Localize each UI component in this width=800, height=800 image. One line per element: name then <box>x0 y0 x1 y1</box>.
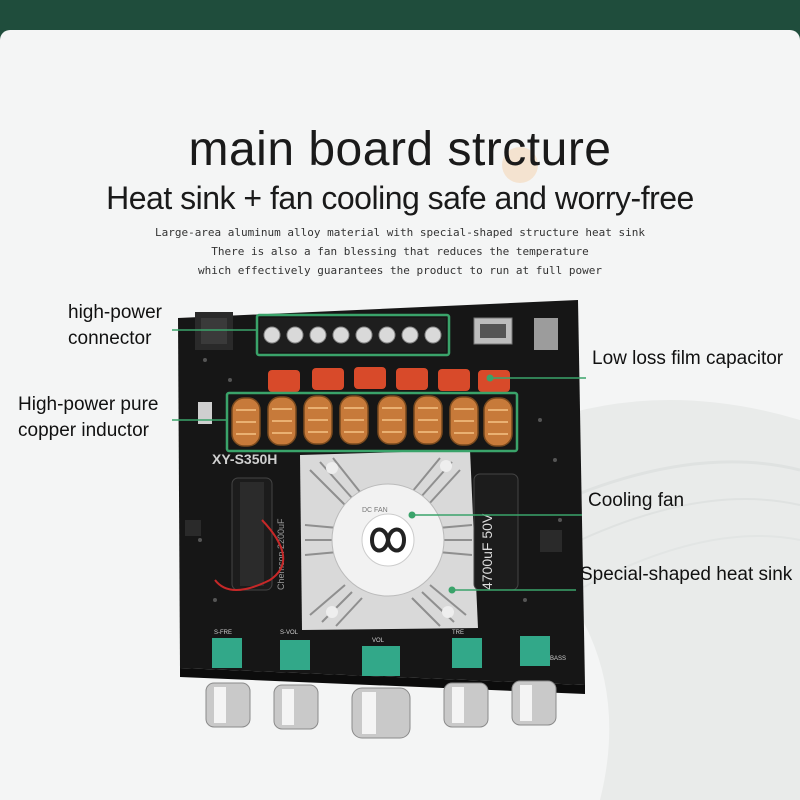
callout-heatsink: Special-shaped heat sink <box>580 564 793 585</box>
knob-label-sfre: S-FRE <box>214 630 232 636</box>
cap-left-text: Chemcon 2200uF <box>276 518 286 590</box>
description-line-1: Large-area aluminum alloy material with … <box>154 226 646 239</box>
callout-capacitor: Low loss film capacitor <box>592 348 784 369</box>
model-silk-text: XY-S350H <box>212 451 277 467</box>
callout-lines <box>172 329 586 591</box>
callout-connector: high-power connector <box>68 302 162 349</box>
capacitor-right: 4700uF 50V <box>473 473 519 591</box>
knob-label-svol: S-VOL <box>280 630 299 636</box>
knob-label-tre: TRE <box>452 630 464 636</box>
page-title: main board strcture <box>188 123 612 176</box>
callout-inductor: High-power pure copper inductor <box>18 394 159 441</box>
knob-label-vol: VOL <box>372 638 385 644</box>
description-line-2: There is also a fan blessing that reduce… <box>211 245 589 258</box>
description-line-3: which effectively guarantees the product… <box>198 264 602 277</box>
callout-fan: Cooling fan <box>588 490 685 511</box>
highlight-boxes <box>225 313 519 453</box>
knob-label-bass: BASS <box>550 656 566 662</box>
cooling-fan: DC FAN <box>326 460 454 618</box>
cap-right-text: 4700uF 50V <box>479 513 495 590</box>
fan-brand-text: DC FAN <box>362 507 388 514</box>
page-subtitle: Heat sink + fan cooling safe and worry-f… <box>106 180 694 216</box>
board-illustration: XY-S350H <box>172 147 800 800</box>
knob-row: S-FRE S-VOL VOL TRE BASS <box>205 630 566 739</box>
capacitor-left: Chemcon 2200uF <box>231 477 286 591</box>
pcb-board: XY-S350H <box>178 300 585 739</box>
card-background: XY-S350H <box>0 30 800 800</box>
